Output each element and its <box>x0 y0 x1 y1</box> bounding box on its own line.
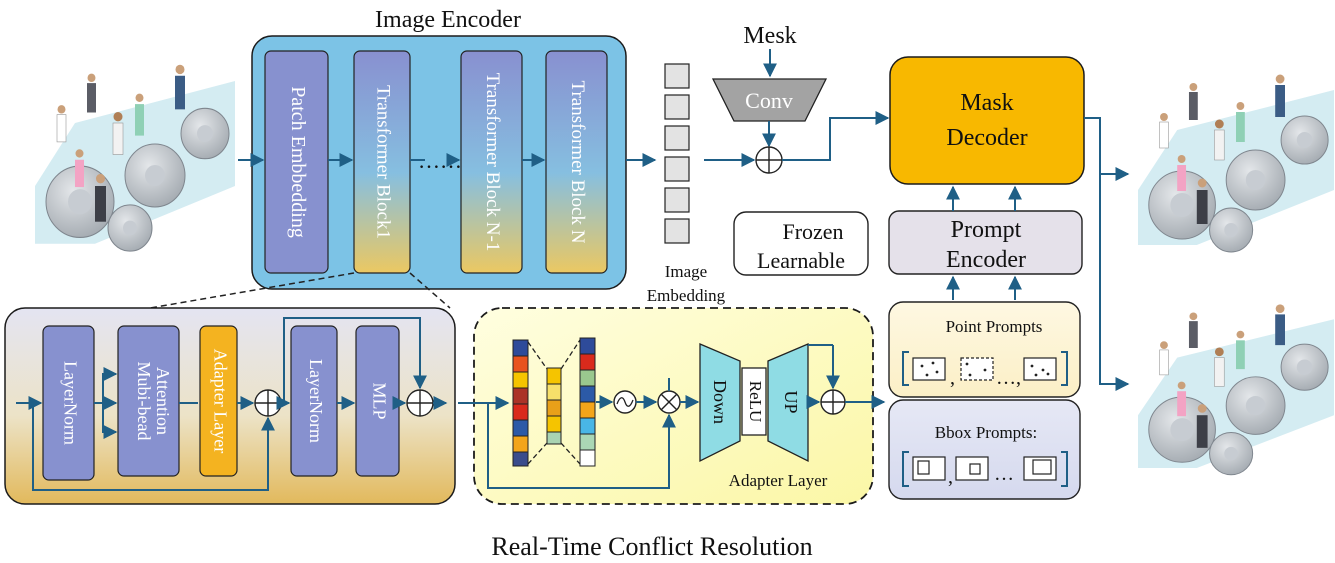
bbox-prompt-ellipsis: … <box>994 463 1014 485</box>
bbox-prompt-separator: , <box>948 466 953 488</box>
detail-adapter-layer-label: Adapter Layer <box>210 349 230 453</box>
adapter-feature-vector-2 <box>546 367 562 445</box>
prompt-encoder-block: Prompt Encoder <box>888 210 1083 275</box>
frozen-learnable-legend: Frozen Learnable <box>733 211 869 276</box>
decoder-output-arrows <box>1084 117 1130 391</box>
image-embedding-label-1: Image <box>665 262 707 281</box>
patch-embedding-label: Patch Embbedding <box>287 86 309 238</box>
conv-block: Conv <box>711 78 828 122</box>
detail-attention-label-1: Mubi-bead <box>134 362 154 441</box>
adapter-layer-label: Adapter Layer <box>729 471 828 490</box>
point-prompt-separator: , <box>950 367 955 389</box>
transformer-block-1: Transformer Block1 <box>353 50 411 274</box>
mask-input-label: Mesk <box>743 23 796 49</box>
input-image <box>34 59 236 252</box>
multiply-node <box>657 390 681 414</box>
adapter-feature-vector-1 <box>512 339 529 467</box>
point-prompt-3 <box>1023 357 1057 381</box>
mask-decoder-label-2: Decoder <box>946 125 1027 151</box>
adapter-relu-label: ReLU <box>746 381 765 423</box>
point-prompts-label: Point Prompts <box>946 317 1043 336</box>
activation-node <box>613 390 637 414</box>
transformer-block-n-1: Transformer Block N-1 <box>460 50 523 274</box>
adapter-dashed-mapping <box>527 339 581 465</box>
patch-embedding-block: Patch Embbedding <box>264 50 329 274</box>
detail-sum-node-2 <box>406 389 434 417</box>
bbox-prompt-2 <box>955 456 989 481</box>
prompt-encoder-arrows <box>946 185 1022 300</box>
detail-adapter-layer <box>199 325 238 477</box>
mask-decoder-label-1: Mask <box>960 90 1013 116</box>
sum-arrows <box>704 111 890 167</box>
transformer-block-n: Transformer Block N <box>545 50 608 274</box>
prompt-encoder-label-2: Encoder <box>946 247 1026 273</box>
detail-attention-label-2: Attention <box>153 367 173 435</box>
bbox-prompts-panel: Bbox Prompts: , … <box>888 399 1081 500</box>
mask-decoder-block: Mask Decoder <box>889 56 1085 185</box>
detail-arrows <box>16 317 448 491</box>
adapter-down-block: Down <box>699 343 741 463</box>
transformer-block-1-label: Transformer Block1 <box>373 85 394 239</box>
learnable-label: Learnable <box>757 248 845 273</box>
adapter-arrows <box>458 344 886 489</box>
adapter-sum-node <box>820 389 846 415</box>
image-encoder-title: Image Encoder <box>375 7 521 33</box>
point-prompt-2 <box>960 357 994 381</box>
output-image-bottom <box>1137 299 1335 476</box>
adapter-down-label: Down <box>710 380 730 424</box>
adapter-relu-block: ReLU <box>741 367 767 436</box>
detail-layernorm-2 <box>290 325 338 477</box>
detail-mlp-label: MLP <box>369 382 389 419</box>
detail-attention <box>117 325 180 477</box>
conv-label: Conv <box>745 88 793 113</box>
transformer-block-n-label: Transformer Block N <box>567 81 588 244</box>
zoom-connectors <box>149 272 451 309</box>
frozen-label: Frozen <box>782 219 843 244</box>
detail-layernorm-1-label: LayerNorm <box>60 361 80 445</box>
output-image-top <box>1137 69 1335 253</box>
diagram-caption: Real-Time Conflict Resolution <box>491 532 812 561</box>
point-prompts-panel: Point Prompts , …, <box>888 301 1081 398</box>
adapter-up-block: UP <box>767 343 809 463</box>
adapter-feature-vector-3 <box>579 337 596 467</box>
prompt-encoder-label-1: Prompt <box>951 217 1022 243</box>
image-embedding-stack <box>664 63 690 244</box>
transformer-block-n-1-label: Transformer Block N-1 <box>482 73 503 252</box>
adapter-detail-panel: Down ReLU UP Adapter Layer <box>458 307 886 505</box>
bbox-prompts-label: Bbox Prompts: <box>935 423 1038 442</box>
embedding-sum-node <box>755 146 783 174</box>
detail-sum-node-1 <box>254 389 282 417</box>
transformer-detail-panel: LayerNorm Mubi-bead Attention Adapter La… <box>4 307 456 505</box>
detail-layernorm-2-label: LayerNorm <box>306 359 326 443</box>
point-prompt-1 <box>912 357 946 381</box>
image-embedding-label-2: Embedding <box>647 286 726 305</box>
point-prompt-ellipsis: …, <box>996 367 1021 389</box>
adapter-up-label: UP <box>781 390 801 413</box>
